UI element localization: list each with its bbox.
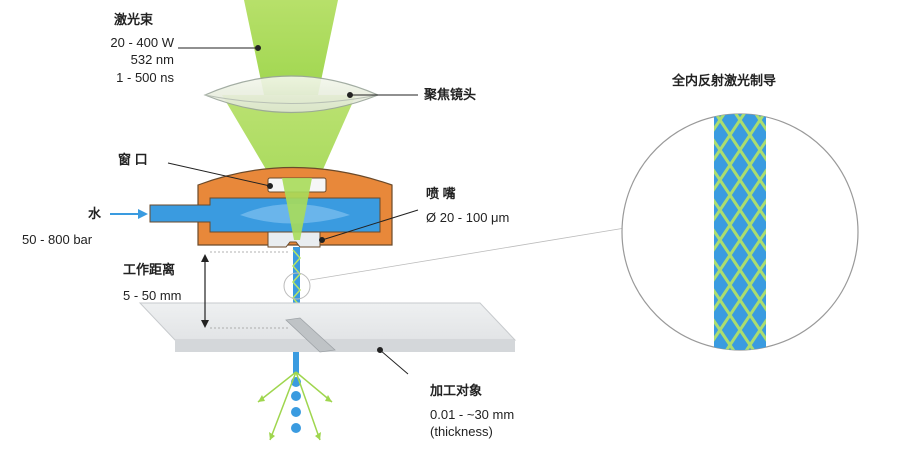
working-distance-range: 5 - 50 mm — [123, 288, 182, 303]
lens-label: 聚焦镜头 — [424, 87, 477, 102]
exit-droplets — [257, 352, 333, 441]
inset-title: 全内反射激光制导 — [672, 73, 777, 88]
workpiece-plate — [138, 302, 517, 353]
working-distance-label: 工作距离 — [123, 262, 176, 277]
water-inlet-arrow — [110, 209, 148, 219]
nozzle-diameter: Ø 20 - 100 μm — [426, 210, 510, 225]
laser-beam — [222, 0, 356, 210]
laser-title: 激光束 — [114, 12, 154, 27]
laser-power: 20 - 400 W — [110, 35, 174, 50]
zoom-connector — [309, 227, 626, 281]
nozzle-label: 喷 嘴 — [426, 186, 456, 201]
leader-lines — [167, 45, 419, 375]
workpiece-note: (thickness) — [430, 424, 493, 439]
focusing-lens — [203, 75, 380, 114]
laser-pulse: 1 - 500 ns — [116, 70, 174, 85]
laser-focus — [282, 178, 312, 240]
inset-magnified-view — [621, 113, 859, 351]
working-distance-marker — [201, 251, 290, 329]
workpiece-label: 加工对象 — [430, 383, 483, 398]
window-label: 窗 口 — [118, 152, 148, 167]
zoom-source-circle — [283, 272, 311, 300]
water-pressure: 50 - 800 bar — [22, 232, 93, 247]
workpiece-thickness: 0.01 - ~30 mm — [430, 407, 515, 422]
water-label: 水 — [88, 206, 102, 221]
laser-wavelength: 532 nm — [130, 52, 174, 67]
nozzle-housing — [149, 166, 393, 248]
